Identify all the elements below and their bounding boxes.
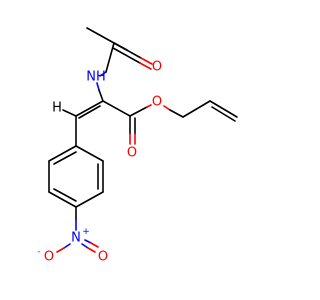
bond-n-o-right-n	[81, 243, 89, 249]
bond-ester-c-o-o	[146, 104, 152, 108]
ring-bond-4b	[53, 188, 77, 202]
bond-ester-c-o	[129, 106, 148, 117]
bond-n-o-right2-n	[84, 239, 92, 244]
bond-n-o-left-n	[63, 243, 71, 249]
vinyl-h-label: H	[52, 101, 62, 116]
bond-acetyl-co-2	[113, 42, 128, 51]
bond-methyl-carbonyl	[86, 27, 115, 44]
structure-canvas: NH O O O H N + O - O	[37, 27, 238, 265]
ring-bond-6	[48, 145, 77, 162]
amide-nh-label: NH	[86, 70, 106, 85]
molecule-drawing: NH O O O H N + O - O	[37, 27, 238, 265]
bond-acetyl-co-2b-o	[139, 62, 152, 70]
bond-acetyl-co-1-o	[140, 57, 153, 65]
bond-calpha-cbeta-2	[78, 105, 101, 119]
nitro-o-left-charge: -	[37, 247, 40, 257]
bond-acetyl-co-2b	[112, 47, 141, 64]
bond-calpha-ester-c	[102, 100, 131, 117]
bond-ch-ch2	[209, 100, 238, 118]
ring-bond-6b	[53, 151, 77, 165]
bond-n-calpha-n	[96, 82, 100, 91]
bond-n-o-right	[87, 247, 96, 253]
ester-carbonyl-o-label: O	[127, 146, 137, 161]
bond-n-acetyl-n	[99, 71, 107, 77]
ring-bond-1	[75, 145, 104, 162]
amide-o-label: O	[152, 60, 162, 75]
ester-ether-o-label: O	[152, 95, 162, 110]
nitro-n-label: N	[71, 231, 81, 246]
bond-ch2-ch	[182, 100, 211, 118]
bond-n-o-right2	[90, 242, 99, 248]
bond-n-calpha	[98, 89, 104, 102]
bond-o-ch2	[169, 109, 184, 118]
nitro-o-right-label: O	[98, 250, 108, 265]
bond-vinyl-h	[62, 109, 77, 117]
bond-ch-ch2-2	[211, 106, 236, 122]
nitro-o-left-label: O	[44, 250, 54, 265]
ring-bond-4	[48, 191, 77, 208]
bond-n-acetyl	[105, 42, 115, 73]
ring-bond-3	[75, 191, 104, 208]
nitro-n-charge: +	[82, 227, 90, 237]
bond-n-o-left	[56, 247, 65, 253]
bond-calpha-cbeta	[75, 100, 104, 117]
bond-o-ch2-o	[163, 105, 171, 111]
